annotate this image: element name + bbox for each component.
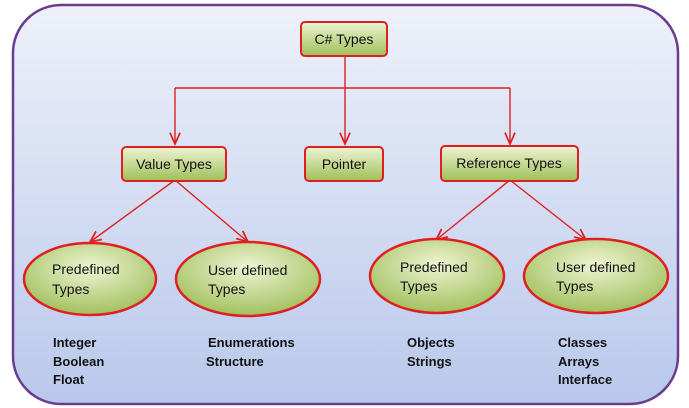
example-item: Boolean	[53, 354, 104, 369]
connectors	[90, 56, 586, 242]
leaf-label-line1: Predefined	[400, 259, 468, 275]
diagram-frame	[11, 3, 680, 406]
pointer-label: Pointer	[322, 156, 367, 172]
leaf-predefined-reference: Predefined Types	[368, 237, 506, 315]
ref-to-predefined	[436, 179, 511, 240]
value-types-label: Value Types	[136, 156, 212, 172]
leaf-label-line2: Types	[400, 278, 437, 294]
value-types-node: Value Types	[121, 146, 227, 182]
examples-predefined-reference: Objects Strings	[407, 335, 455, 369]
examples-predefined-value: Integer Boolean Float	[53, 335, 104, 387]
leaf-label-line1: User defined	[208, 262, 287, 278]
pointer-node: Pointer	[304, 146, 384, 182]
example-item: Interface	[558, 372, 612, 387]
example-item: Classes	[558, 335, 607, 350]
root-node: C# Types	[300, 21, 388, 57]
example-item: Float	[53, 372, 85, 387]
example-item: Strings	[407, 354, 452, 369]
examples-userdefined-value: Enumerations Structure	[206, 335, 295, 369]
leaf-predefined-value: Predefined Types	[22, 241, 158, 317]
examples-userdefined-reference: Classes Arrays Interface	[558, 335, 612, 387]
leaf-label-line2: Types	[208, 281, 245, 297]
leaf-userdefined-reference: User defined Types	[522, 237, 670, 315]
example-item: Objects	[407, 335, 455, 350]
example-item: Structure	[206, 354, 264, 369]
ref-to-userdefined	[509, 179, 586, 240]
leaf-label-line2: Types	[52, 281, 89, 297]
example-item: Enumerations	[208, 335, 295, 350]
leaf-label-line1: User defined	[556, 259, 635, 275]
leaf-label-line2: Types	[556, 278, 593, 294]
reference-types-node: Reference Types	[440, 145, 579, 182]
leaf-userdefined-value: User defined Types	[174, 240, 322, 318]
root-label: C# Types	[315, 31, 374, 47]
value-to-predefined	[90, 179, 176, 242]
leaf-label-line1: Predefined	[52, 261, 120, 277]
reference-types-label: Reference Types	[456, 155, 562, 171]
example-item: Integer	[53, 335, 96, 350]
value-to-userdefined	[174, 179, 248, 242]
example-item: Arrays	[558, 354, 599, 369]
